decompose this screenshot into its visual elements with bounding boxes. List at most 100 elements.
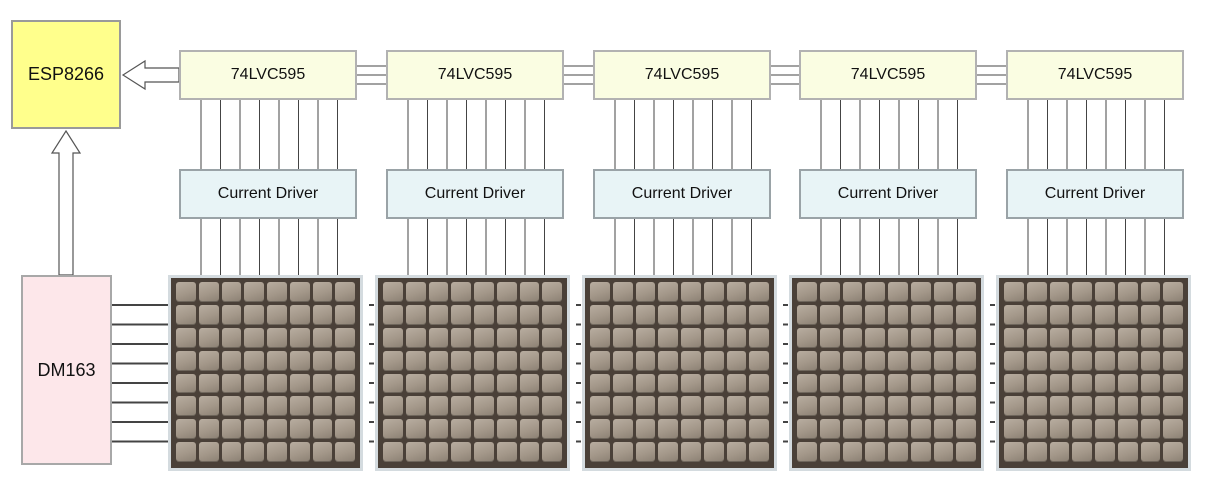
led-cell <box>496 419 517 440</box>
led-cell <box>1117 419 1138 440</box>
led-cell <box>428 327 449 348</box>
led-cell <box>312 396 333 417</box>
led-cell <box>1140 282 1161 302</box>
led-cell <box>726 327 747 348</box>
led-matrix-1 <box>168 275 363 471</box>
led-cell <box>842 442 863 462</box>
current-driver-label: Current Driver <box>1044 185 1146 202</box>
led-cell <box>590 419 610 440</box>
led-cell <box>198 350 219 371</box>
led-cell <box>267 327 287 348</box>
led-cell <box>658 396 678 417</box>
led-cell <box>474 373 494 394</box>
led-cell <box>726 304 747 325</box>
current-driver-2: Current Driver <box>386 169 564 219</box>
led-cell <box>451 282 471 302</box>
led-cell <box>658 442 678 462</box>
led-cell <box>451 327 471 348</box>
led-cell <box>590 373 610 394</box>
led-cell <box>383 282 403 302</box>
led-cell <box>703 327 724 348</box>
led-cell <box>797 350 817 371</box>
led-cell <box>956 442 976 462</box>
current-driver-label: Current Driver <box>424 185 526 202</box>
led-cell <box>176 373 196 394</box>
led-cell <box>888 304 908 325</box>
led-cell <box>1163 419 1183 440</box>
led-cell <box>1026 419 1047 440</box>
led-cell <box>1004 419 1024 440</box>
led-cell <box>910 350 931 371</box>
led-cell <box>542 282 562 302</box>
led-cell <box>1095 282 1115 302</box>
led-cell <box>1004 373 1024 394</box>
led-cell <box>221 282 242 302</box>
led-cell <box>383 442 403 462</box>
led-cell <box>956 419 976 440</box>
led-cell <box>405 304 426 325</box>
led-cell <box>726 442 747 462</box>
led-cell <box>749 419 769 440</box>
led-cell <box>1049 282 1070 302</box>
led-cell <box>519 442 540 462</box>
led-cell <box>335 419 355 440</box>
led-cell <box>681 442 701 462</box>
led-cell <box>703 442 724 462</box>
led-cell <box>1163 282 1183 302</box>
current-driver-1: Current Driver <box>179 169 357 219</box>
led-cell <box>383 304 403 325</box>
led-cell <box>221 419 242 440</box>
led-cell <box>221 304 242 325</box>
led-cell <box>198 373 219 394</box>
led-cell <box>635 419 656 440</box>
led-cell <box>428 304 449 325</box>
led-cell <box>842 304 863 325</box>
led-cell <box>267 282 287 302</box>
led-cell <box>1072 350 1092 371</box>
led-cell <box>590 442 610 462</box>
led-cell <box>658 373 678 394</box>
led-cell <box>1072 419 1092 440</box>
led-cell <box>703 396 724 417</box>
led-cell <box>542 327 562 348</box>
led-cell <box>221 373 242 394</box>
led-cell <box>1140 327 1161 348</box>
led-cell <box>1140 419 1161 440</box>
led-cell <box>428 350 449 371</box>
led-cell <box>198 396 219 417</box>
led-cell <box>910 327 931 348</box>
led-cell <box>1095 373 1115 394</box>
shift-register-label: 74LVC595 <box>1057 66 1133 83</box>
led-cell <box>681 282 701 302</box>
led-cell <box>405 442 426 462</box>
led-cell <box>289 327 310 348</box>
esp8266-block: ESP8266 <box>11 20 121 129</box>
led-cell <box>842 373 863 394</box>
led-cell <box>1004 396 1024 417</box>
led-cell <box>405 282 426 302</box>
led-cell <box>221 442 242 462</box>
shift-register-3: 74LVC595 <box>593 50 771 100</box>
led-cell <box>910 442 931 462</box>
dm163-block: DM163 <box>21 275 112 465</box>
led-cell <box>703 419 724 440</box>
led-cell <box>1072 327 1092 348</box>
led-cell <box>474 350 494 371</box>
led-cell <box>612 304 633 325</box>
led-cell <box>1026 282 1047 302</box>
led-cell <box>451 373 471 394</box>
led-cell <box>749 327 769 348</box>
led-cell <box>865 419 885 440</box>
led-cell <box>910 419 931 440</box>
led-cell <box>635 350 656 371</box>
led-cell <box>176 282 196 302</box>
led-cell <box>267 396 287 417</box>
led-cell <box>244 350 264 371</box>
led-cell <box>842 282 863 302</box>
led-cell <box>542 419 562 440</box>
led-cell <box>1072 304 1092 325</box>
shift-register-1: 74LVC595 <box>179 50 357 100</box>
led-cell <box>496 442 517 462</box>
led-cell <box>244 442 264 462</box>
led-cell <box>612 327 633 348</box>
